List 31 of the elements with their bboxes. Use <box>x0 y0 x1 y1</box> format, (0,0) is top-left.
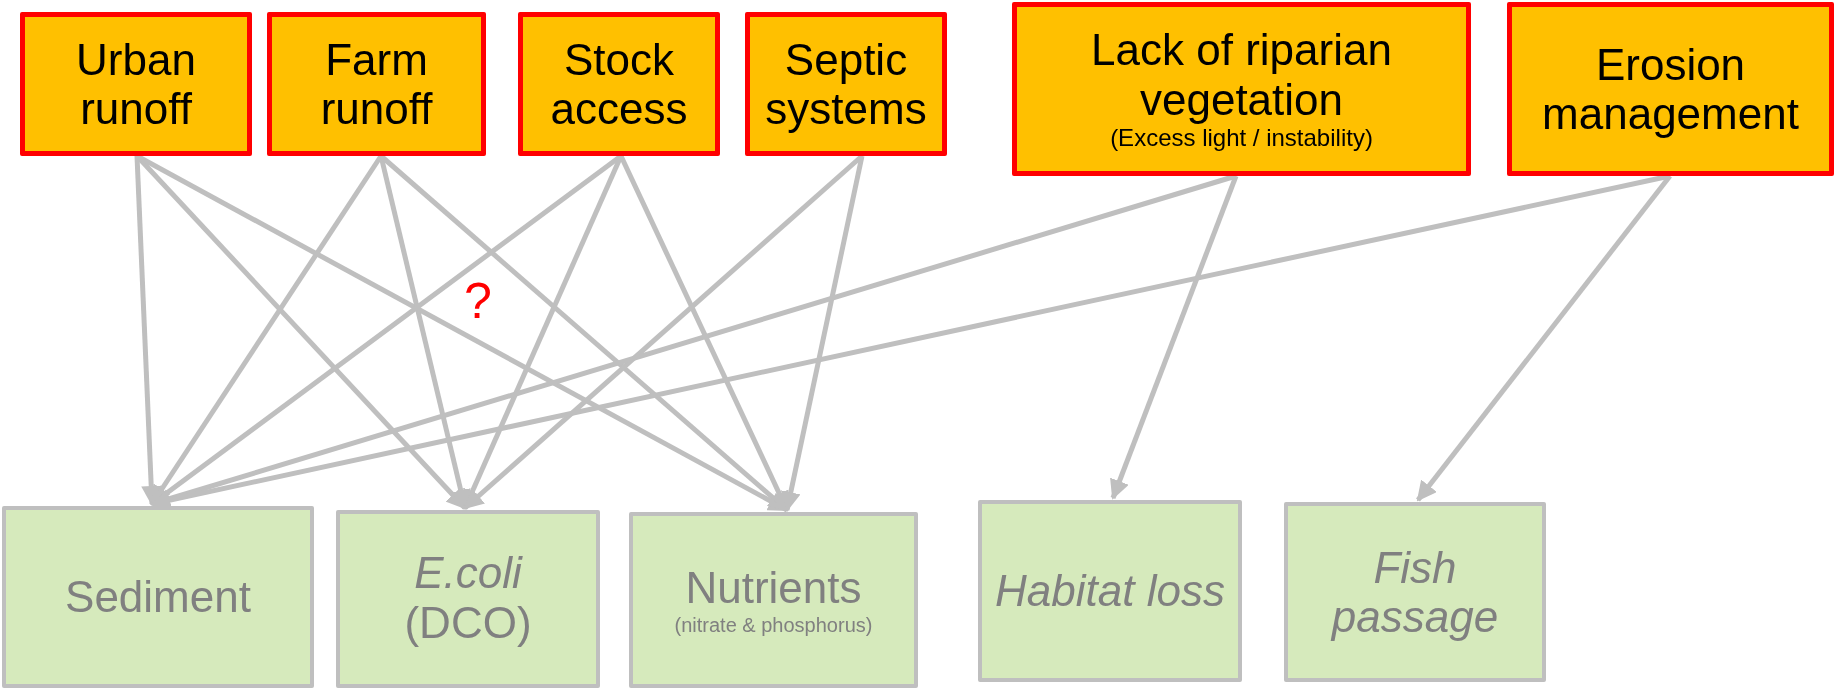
effect-box <box>629 512 918 688</box>
question-mark: ? <box>464 272 492 330</box>
cause-box <box>518 12 720 156</box>
box-title: Habitat loss <box>995 566 1225 616</box>
box-subtitle: (DCO) <box>404 597 532 650</box>
box-title: Farm runoff <box>319 34 434 134</box>
cause-box <box>20 12 252 156</box>
box-title: Stock access <box>549 34 689 134</box>
box-title: Lack of riparian vegetation <box>1090 25 1393 124</box>
arrow <box>780 155 865 512</box>
box-subtitle: (Excess light / instability) <box>1110 123 1373 153</box>
cause-box <box>745 12 947 156</box>
effect-box <box>978 500 1242 682</box>
effect-box <box>336 510 600 688</box>
box-title: Sediment <box>65 572 251 622</box>
box-title: Nutrients <box>685 563 862 613</box>
arrow <box>1110 175 1239 500</box>
box-title: Erosion management <box>1541 39 1800 139</box>
arrow <box>618 154 790 512</box>
cause-box <box>1012 2 1471 176</box>
box-title: Fish passage <box>1329 542 1500 642</box>
box-subtitle: (nitrate & phosphorus) <box>674 612 873 637</box>
box-title: E.coli <box>414 547 522 598</box>
cause-box <box>267 12 486 156</box>
cause-box <box>1507 2 1834 176</box>
arrow <box>134 155 162 506</box>
effect-box <box>2 506 314 688</box>
effect-box <box>1284 502 1546 682</box>
box-title: Urban runoff <box>75 34 197 134</box>
box-title: Septic systems <box>764 34 928 134</box>
arrow <box>1416 174 1672 502</box>
